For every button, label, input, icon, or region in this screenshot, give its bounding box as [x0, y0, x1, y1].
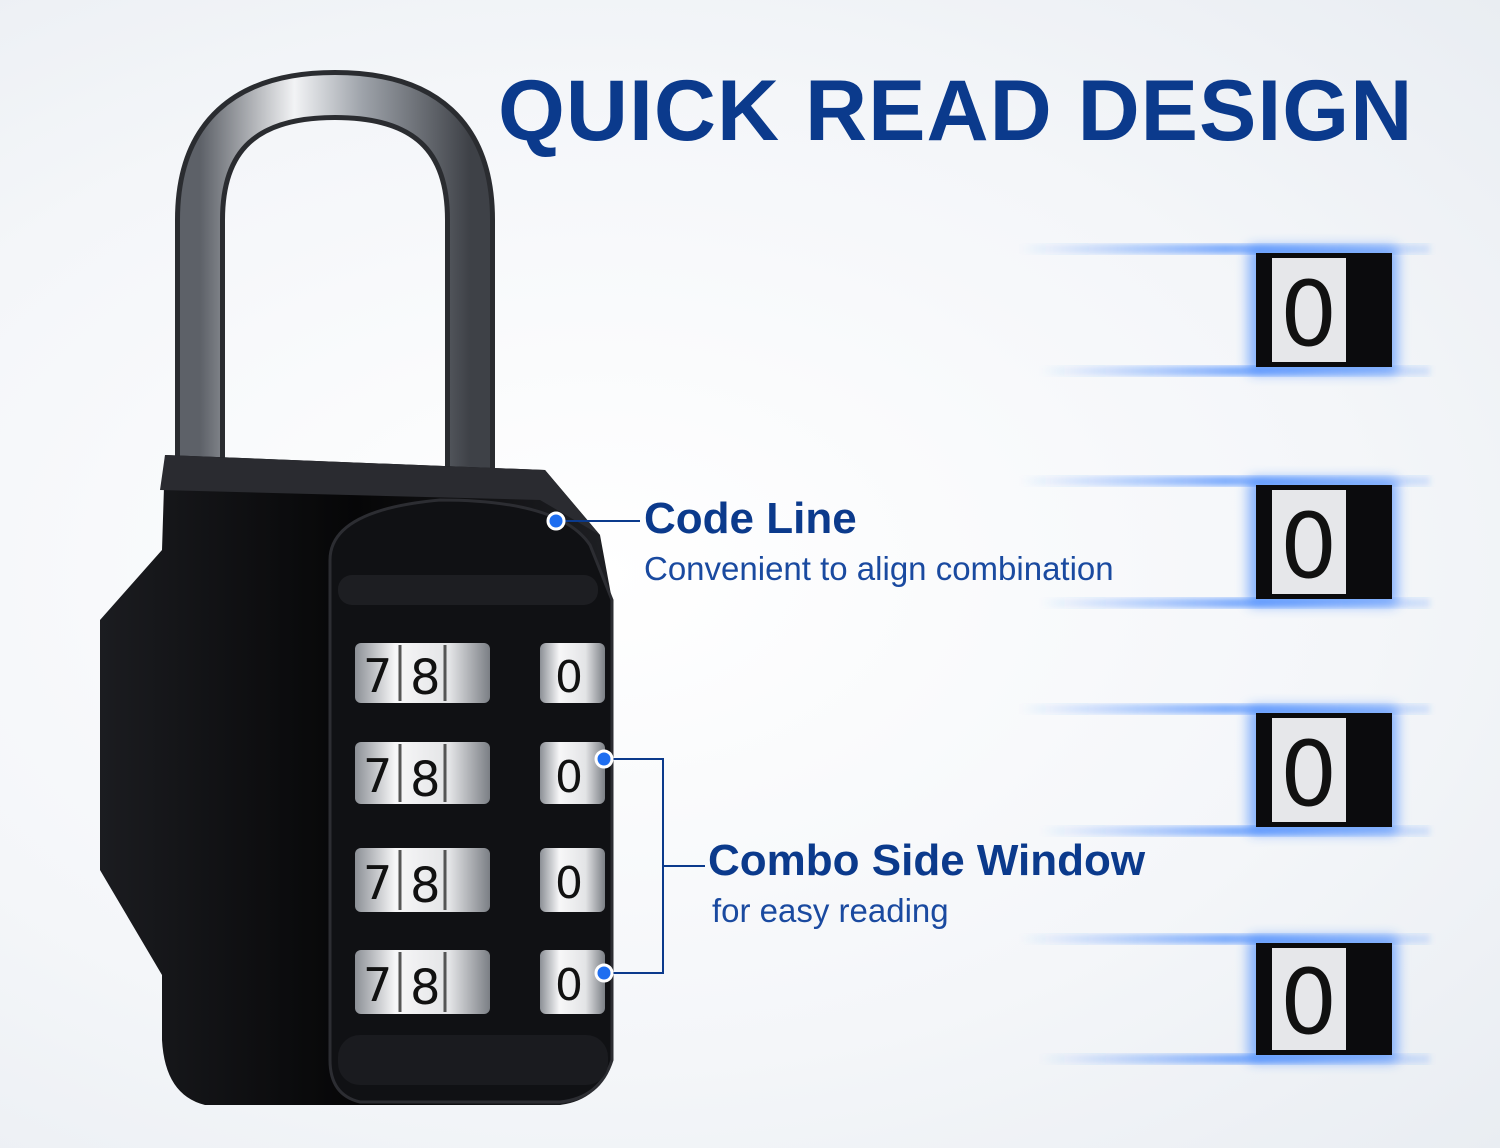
code-line-marker [546, 511, 640, 531]
shackle [175, 69, 495, 495]
zoom-window-2-digit: 0 [1280, 494, 1337, 599]
zoom-window-4: 0 [1020, 934, 1430, 1064]
code-line-title: Code Line [644, 494, 857, 543]
wheel-2-side-digit: 0 [555, 752, 583, 803]
combo-window-bracket [594, 749, 705, 983]
zoom-window-1-digit: 0 [1280, 262, 1337, 367]
wheel-1-front-digit-2: 8 [410, 650, 441, 706]
code-line-subtitle: Convenient to align combination [644, 550, 1114, 587]
wheel-4-side-digit: 0 [555, 960, 583, 1011]
wheel-3-front-digit-2: 8 [410, 858, 441, 914]
zoom-window-3-digit: 0 [1280, 722, 1337, 827]
wheel-3-front-digit-1: 7 [363, 856, 392, 910]
wheel-1: 7 8 0 [355, 643, 605, 706]
wheel-4-front-digit-1: 7 [363, 958, 392, 1012]
wheel-3: 7 8 0 [355, 848, 605, 914]
wheel-2-front-digit-2: 8 [410, 752, 441, 808]
zoom-window-3: 0 [1020, 704, 1430, 836]
wheel-1-side-digit: 0 [555, 652, 583, 703]
zoom-window-2: 0 [1020, 476, 1430, 608]
zoom-window-4-digit: 0 [1280, 950, 1337, 1055]
wheel-1-front-digit-1: 7 [363, 649, 392, 703]
wheel-2: 7 8 0 [355, 742, 605, 808]
zoom-window-1: 0 [1020, 244, 1430, 376]
wheel-4: 7 8 0 [355, 950, 605, 1016]
wheel-2-front-digit-1: 7 [363, 749, 392, 803]
combo-window-subtitle: for easy reading [712, 892, 949, 929]
wheel-4-front-digit-2: 8 [410, 960, 441, 1016]
wheel-3-side-digit: 0 [555, 858, 583, 909]
combo-window-title: Combo Side Window [708, 836, 1146, 885]
combination-wheels: 7 8 0 7 8 0 7 8 0 7 8 [355, 643, 605, 1016]
page-title: QUICK READ DESIGN [498, 63, 1414, 159]
